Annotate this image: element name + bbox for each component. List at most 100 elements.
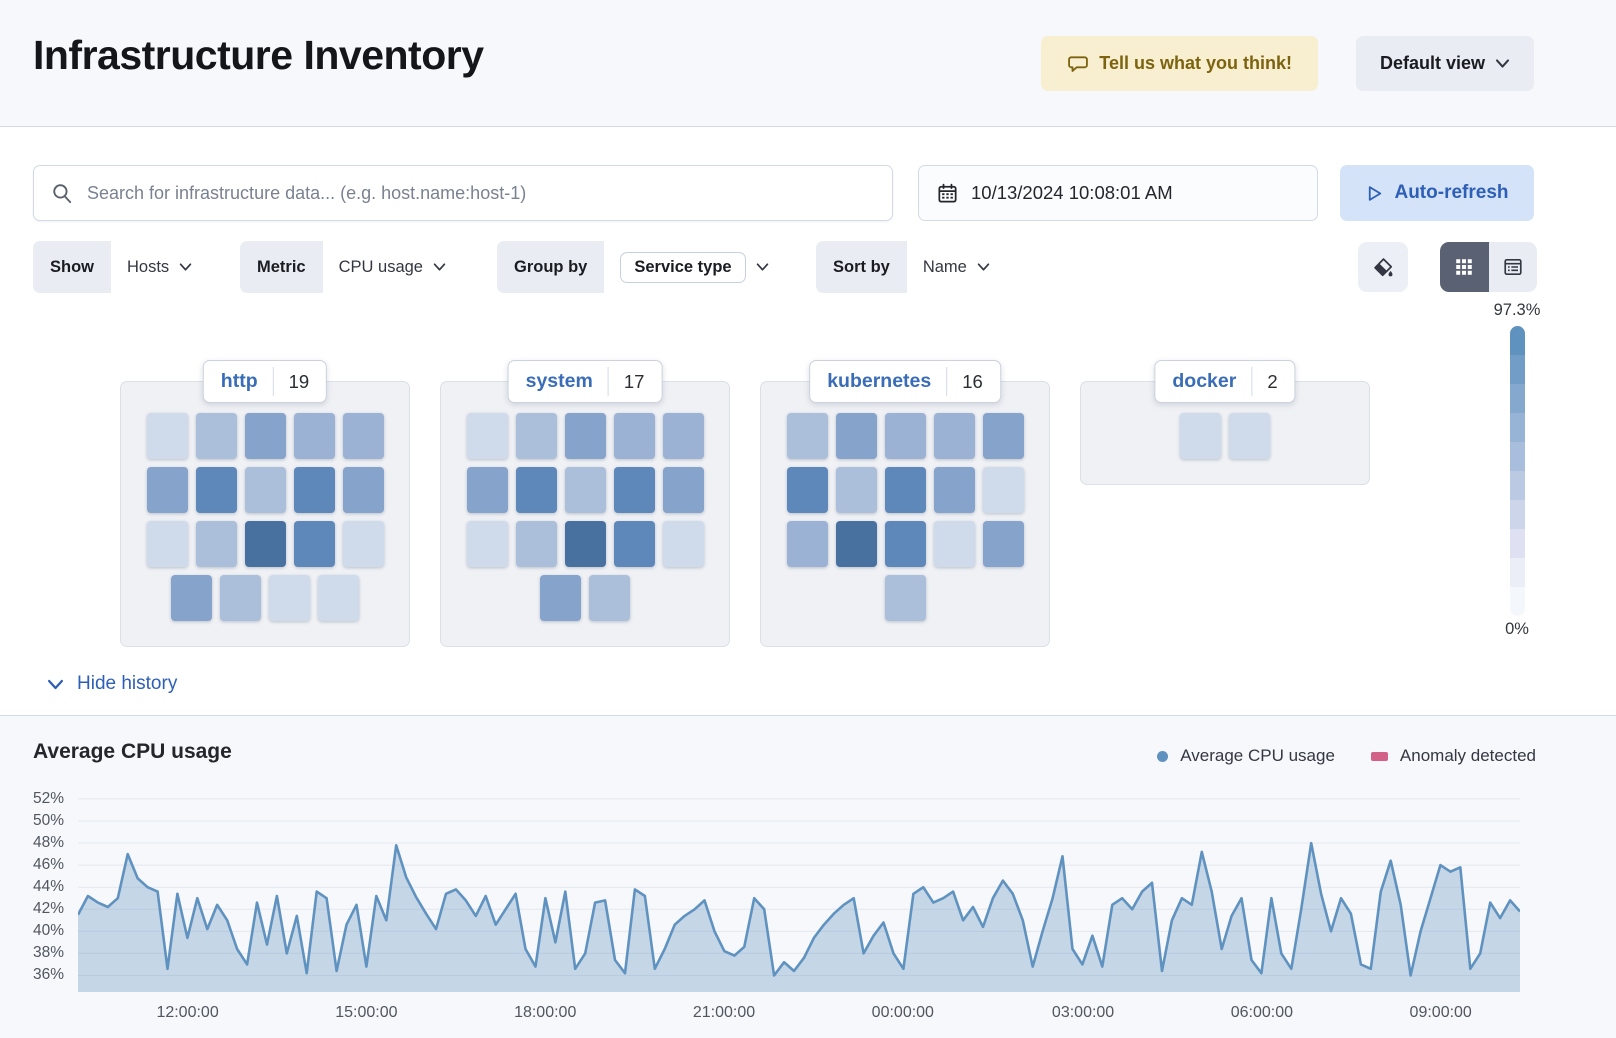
host-tile[interactable] [565,521,606,567]
sort-by-dropdown[interactable]: Name [907,241,1006,293]
legend-color-button[interactable] [1358,242,1408,292]
legend-item-anomaly[interactable]: Anomaly detected [1371,746,1536,766]
host-tile[interactable] [516,467,557,513]
host-tile[interactable] [516,413,557,459]
host-tile[interactable] [934,413,975,459]
host-tile[interactable] [983,521,1024,567]
group-label-system[interactable]: system17 [508,360,663,403]
host-tile[interactable] [983,413,1024,459]
host-tile[interactable] [663,521,704,567]
auto-refresh-label: Auto-refresh [1394,182,1508,204]
chevron-down-icon [977,262,990,272]
host-tile[interactable] [787,467,828,513]
host-tile[interactable] [220,575,261,621]
host-tile[interactable] [836,413,877,459]
feedback-button-label: Tell us what you think! [1099,53,1292,74]
host-tile[interactable] [294,413,335,459]
host-tile[interactable] [269,575,310,621]
series-dot-icon [1157,751,1168,762]
date-picker[interactable]: 10/13/2024 10:08:01 AM [918,165,1318,221]
calendar-icon [937,183,958,204]
tile-row [121,575,409,621]
host-tile[interactable] [245,413,286,459]
host-tile[interactable] [885,575,926,621]
default-view-dropdown[interactable]: Default view [1356,36,1534,91]
header-actions: Tell us what you think! Default view [1041,36,1534,91]
host-tile[interactable] [343,521,384,567]
group-by-dropdown[interactable]: Service type [604,241,784,293]
feedback-button[interactable]: Tell us what you think! [1041,36,1318,91]
tile-row [761,521,1049,567]
group-label-kubernetes[interactable]: kubernetes16 [809,360,1001,403]
host-tile[interactable] [343,467,384,513]
group-name: docker [1172,370,1236,393]
metric-label: Metric [240,241,323,293]
x-tick-label: 06:00:00 [1231,1004,1293,1022]
host-tile[interactable] [467,521,508,567]
y-tick-label: 36% [33,966,64,984]
host-tile[interactable] [614,467,655,513]
host-tile[interactable] [885,467,926,513]
group-by-value[interactable]: Service type [620,252,745,283]
host-tile[interactable] [565,413,606,459]
group-count: 17 [624,371,645,393]
host-tile[interactable] [836,467,877,513]
sort-by-value: Name [923,258,967,277]
host-tile[interactable] [1229,413,1270,459]
metric-value: CPU usage [339,258,423,277]
metric-control: Metric CPU usage [240,241,462,293]
host-tile[interactable] [467,413,508,459]
host-tile[interactable] [294,467,335,513]
host-tile[interactable] [516,521,557,567]
auto-refresh-button[interactable]: Auto-refresh [1340,165,1534,221]
host-tile[interactable] [885,413,926,459]
table-view-icon [1503,257,1523,277]
host-tile[interactable] [467,467,508,513]
group-label-http[interactable]: http19 [203,360,327,403]
history-chart-section: Average CPU usage Average CPU usage Anom… [0,716,1616,1038]
search-input[interactable] [87,183,874,204]
host-tile[interactable] [663,467,704,513]
search-bar[interactable] [33,165,893,221]
host-tile[interactable] [245,521,286,567]
host-tile[interactable] [196,413,237,459]
show-dropdown[interactable]: Hosts [111,241,208,293]
host-tile[interactable] [614,413,655,459]
host-tile[interactable] [885,521,926,567]
host-tile[interactable] [147,521,188,567]
legend-item-avg-cpu[interactable]: Average CPU usage [1157,746,1335,766]
host-tile[interactable] [614,521,655,567]
hide-history-toggle[interactable]: Hide history [0,653,1616,716]
host-tile[interactable] [663,413,704,459]
anomaly-marker-icon [1371,752,1388,761]
y-tick-label: 40% [33,922,64,940]
host-tile[interactable] [343,413,384,459]
tile-row [121,521,409,567]
host-tile[interactable] [787,521,828,567]
host-tile[interactable] [245,467,286,513]
host-tile[interactable] [787,413,828,459]
host-tile[interactable] [540,575,581,621]
x-tick-label: 18:00:00 [514,1004,576,1022]
host-tile[interactable] [147,467,188,513]
host-tile[interactable] [1180,413,1221,459]
host-tile[interactable] [934,521,975,567]
filter-bar: Show Hosts Metric CPU usage Group by Ser… [0,241,1616,293]
host-tile[interactable] [589,575,630,621]
host-tile[interactable] [196,467,237,513]
page-title: Infrastructure Inventory [33,32,484,79]
host-tile[interactable] [171,575,212,621]
host-tile[interactable] [147,413,188,459]
x-tick-label: 03:00:00 [1052,1004,1114,1022]
host-tile[interactable] [983,467,1024,513]
host-tile[interactable] [196,521,237,567]
host-tile[interactable] [318,575,359,621]
host-tile[interactable] [934,467,975,513]
host-tile[interactable] [294,521,335,567]
table-view-button[interactable] [1489,242,1538,292]
host-tile[interactable] [565,467,606,513]
host-tile[interactable] [836,521,877,567]
group-label-docker[interactable]: docker2 [1154,360,1295,403]
metric-dropdown[interactable]: CPU usage [323,241,462,293]
map-view-button[interactable] [1440,242,1489,292]
